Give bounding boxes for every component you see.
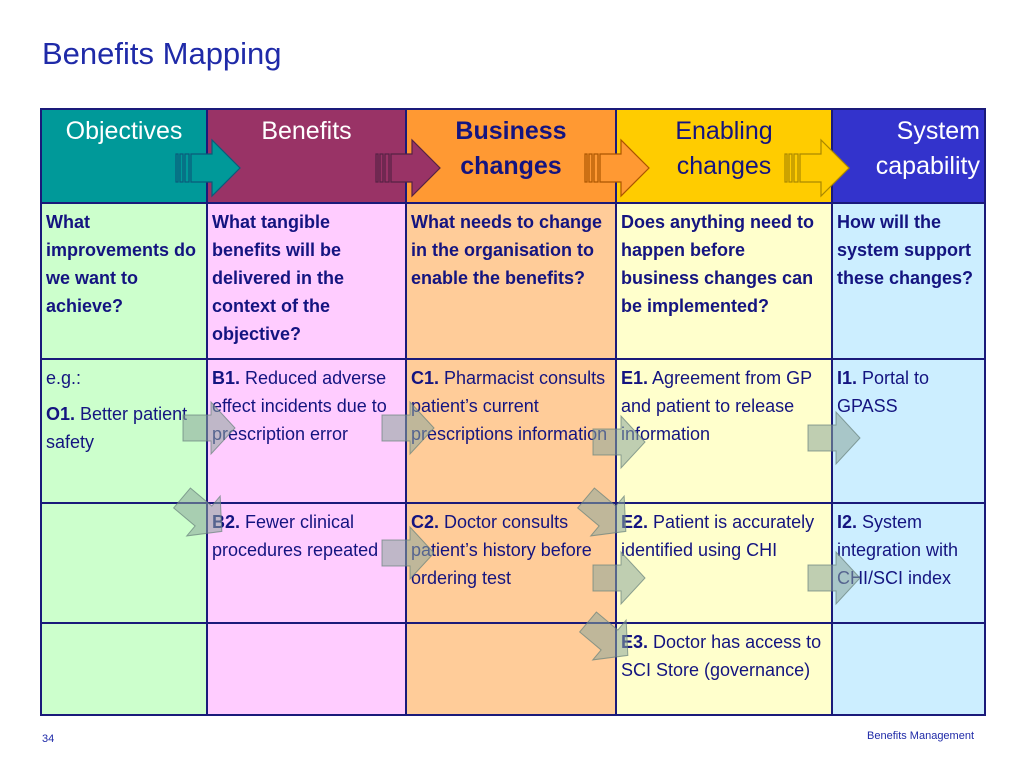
cell-empty-business-3: [405, 622, 617, 716]
e2-code: E2.: [621, 512, 649, 532]
e3-code: E3.: [621, 632, 649, 652]
cell-e1: E1. Agreement from GP and patient to rel…: [615, 358, 833, 504]
o1-code: O1.: [46, 404, 76, 424]
question-business: What needs to change in the organisation…: [405, 202, 617, 360]
cell-b2: B2. Fewer clinical procedures repeated: [206, 502, 407, 624]
cell-empty-objectives-3: [40, 622, 208, 716]
cell-c1: C1. Pharmacist consults patient’s curren…: [405, 358, 617, 504]
footer-label: Benefits Management: [867, 730, 975, 742]
cell-e2: E2. Patient is accurately identified usi…: [615, 502, 833, 624]
c2-text: Doctor consults patient’s history before…: [411, 512, 592, 588]
question-benefits: What tangible benefits will be delivered…: [206, 202, 407, 360]
table-row: B2. Fewer clinical procedures repeated C…: [40, 502, 986, 624]
cell-empty-objectives-2: [40, 502, 208, 624]
cell-e3: E3. Doctor has access to SCI Store (gove…: [615, 622, 833, 716]
i1-code: I1.: [837, 368, 858, 388]
e2-text: Patient is accurately identified using C…: [621, 512, 815, 560]
e1-text: Agreement from GP and patient to release…: [621, 368, 812, 444]
page-number: 34: [42, 733, 55, 745]
header-objectives: Objectives: [40, 108, 208, 204]
page-title: Benefits Mapping: [42, 36, 282, 71]
question-system: How will the system support these change…: [831, 202, 986, 360]
c2-code: C2.: [411, 512, 440, 532]
c1-text: Pharmacist consults patient’s current pr…: [411, 368, 608, 444]
question-row: What improvements do we want to achieve?…: [40, 202, 986, 360]
i2-code: I2.: [837, 512, 858, 532]
o1-text: Better patient safety: [46, 404, 188, 452]
b1-text: Reduced adverse effect incidents due to …: [212, 368, 387, 444]
b2-code: B2.: [212, 512, 241, 532]
header-system-capability: System capability: [831, 108, 986, 204]
cell-empty-benefits-3: [206, 622, 407, 716]
c1-code: C1.: [411, 368, 440, 388]
header-benefits: Benefits: [206, 108, 407, 204]
question-enabling: Does anything need to happen before busi…: [615, 202, 833, 360]
cell-empty-system-3: [831, 622, 986, 716]
benefits-mapping-table: Objectives Benefits Business changes Ena…: [40, 108, 986, 716]
cell-i2: I2. System integration with CHI/SCI inde…: [831, 502, 986, 624]
e3-text: Doctor has access to SCI Store (governan…: [621, 632, 822, 680]
cell-i1: I1. Portal to GPASS: [831, 358, 986, 504]
header-system-capability-label: System capability: [875, 117, 980, 180]
i2-text: System integration with CHI/SCI index: [837, 512, 959, 588]
eg-label: e.g.:: [46, 368, 82, 388]
header-enabling-changes-label: Enabling changes: [675, 117, 773, 180]
e1-code: E1.: [621, 368, 649, 388]
cell-b1: B1. Reduced adverse effect incidents due…: [206, 358, 407, 504]
header-business-changes: Business changes: [405, 108, 617, 204]
question-objectives: What improvements do we want to achieve?: [40, 202, 208, 360]
table-row: E3. Doctor has access to SCI Store (gove…: [40, 622, 986, 716]
o1-entry: O1. Better patient safety: [46, 400, 202, 456]
i1-text: Portal to GPASS: [837, 368, 930, 416]
header-row: Objectives Benefits Business changes Ena…: [40, 108, 986, 204]
cell-c2: C2. Doctor consults patient’s history be…: [405, 502, 617, 624]
header-enabling-changes: Enabling changes: [615, 108, 833, 204]
b1-code: B1.: [212, 368, 241, 388]
cell-o1: e.g.: O1. Better patient safety: [40, 358, 208, 504]
table-row: e.g.: O1. Better patient safety B1. Redu…: [40, 358, 986, 504]
header-business-changes-label: Business changes: [455, 117, 567, 180]
b2-text: Fewer clinical procedures repeated: [212, 512, 379, 560]
